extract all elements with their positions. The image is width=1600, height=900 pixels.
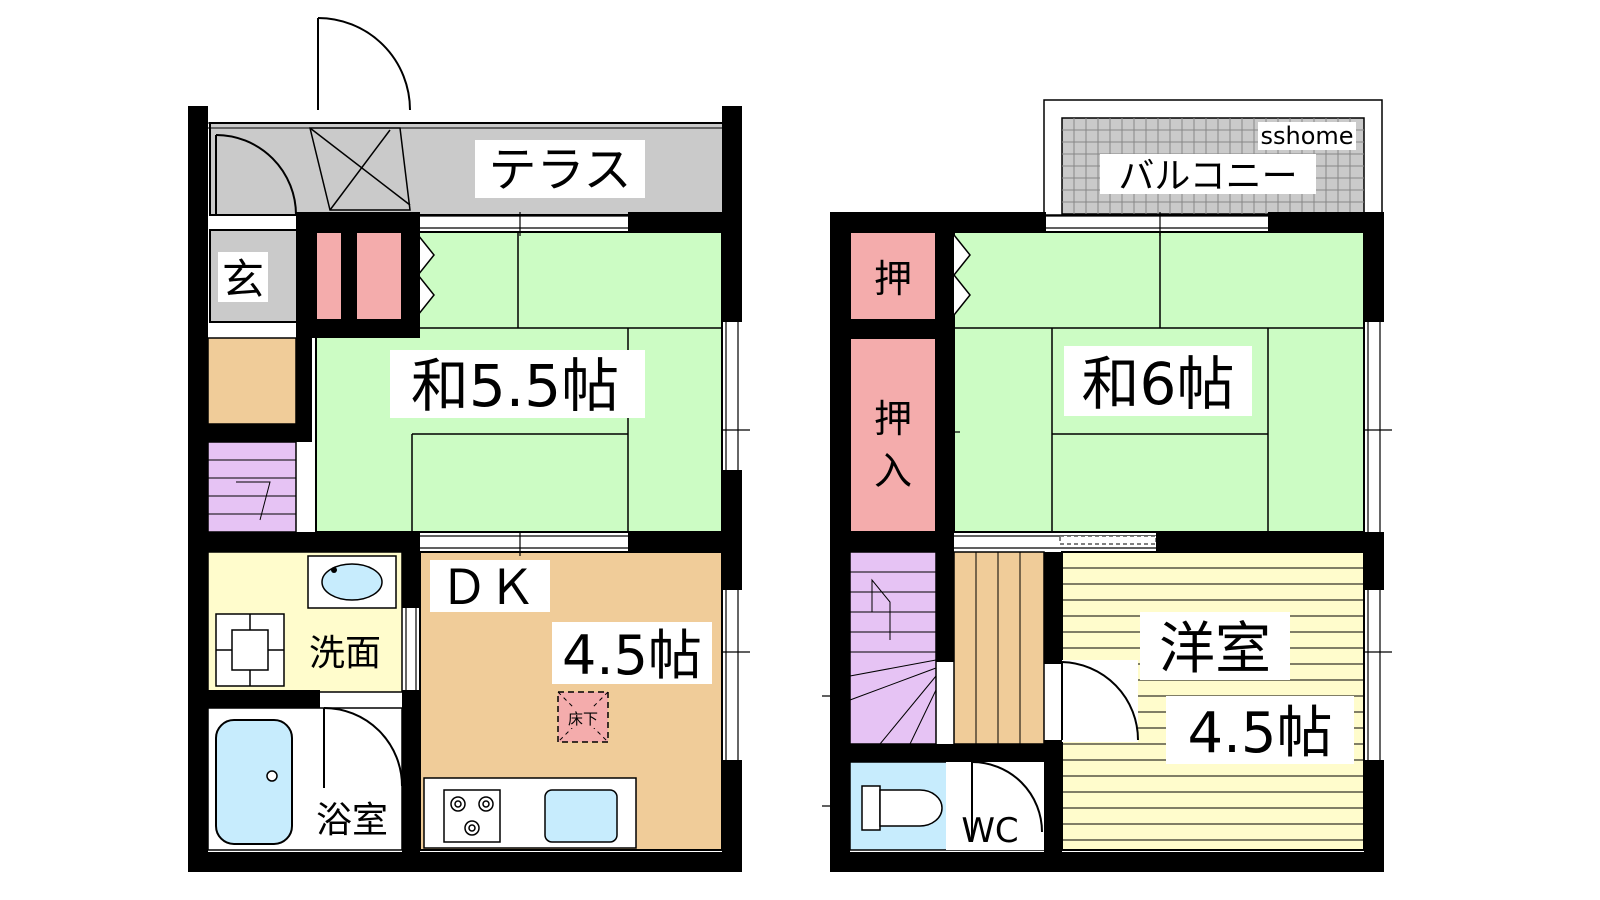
washitsu-6-label: 和6帖: [1082, 350, 1235, 418]
closet-top-label: 押: [874, 257, 912, 301]
windows-2f: [822, 212, 1392, 852]
stairs-1f: [207, 441, 297, 533]
closet-main-2f: 押 入: [849, 337, 937, 533]
stairs-2f: [849, 551, 937, 745]
hallway-2f: [953, 551, 1045, 745]
washing-machine-icon: [215, 613, 285, 687]
stove-icon: [443, 789, 501, 843]
closet-main-label-1: 押: [874, 397, 912, 441]
entrance-inner-door[interactable]: [215, 134, 297, 216]
floor-2: sshome バルコニー 和6帖 押 押 入: [822, 99, 1392, 872]
balcony-label: バルコニー: [1118, 156, 1297, 197]
washitsu-6: 和6帖: [953, 231, 1365, 533]
sliding-door-2f[interactable]: [1059, 535, 1157, 545]
wc-label: WC: [961, 811, 1018, 851]
washroom: 洗面: [207, 551, 403, 693]
closet-top-2f: 押: [849, 231, 937, 321]
bathroom: 浴室: [207, 707, 403, 851]
walls-2f: [830, 212, 1384, 872]
yoshitsu-size-label: 4.5帖: [1187, 701, 1332, 766]
genkan: 玄: [209, 229, 299, 323]
windows-1f: [191, 212, 750, 852]
closet-main-label-2: 入: [874, 449, 912, 493]
floor-1: テラス 玄 SB 押: [188, 17, 750, 872]
dining-kitchen: ＤＫ 4.5帖 床下: [419, 551, 723, 851]
dk-size-label: 4.5帖: [562, 624, 702, 687]
balcony: sshome バルコニー: [1043, 99, 1383, 216]
washitsu-55-label: 和5.5帖: [411, 352, 619, 420]
kitchen-sink-icon: [544, 789, 618, 843]
washitsu-55: 和5.5帖: [299, 231, 723, 533]
terrace-label: テラス: [488, 142, 631, 198]
bathtub-icon: [215, 719, 293, 845]
underfloor-storage: 床下: [557, 691, 609, 743]
terrace: テラス: [196, 122, 741, 216]
watermark: sshome: [1260, 122, 1353, 150]
entrance-label: 玄: [222, 255, 264, 304]
washroom-label: 洗面: [309, 633, 381, 674]
walls-1f: [188, 106, 742, 872]
yoshitsu-label: 洋室: [1159, 617, 1271, 682]
bath-label: 浴室: [316, 800, 388, 841]
toilet-icon: [861, 785, 943, 831]
storage-wood-1f: [207, 337, 297, 425]
entrance-door[interactable]: [309, 17, 411, 211]
sink-icon: [321, 563, 383, 601]
wc: WC: [849, 761, 1045, 851]
underfloor-label: 床下: [568, 710, 598, 728]
yoshitsu: 洋室 4.5帖: [1061, 551, 1365, 851]
dk-label: ＤＫ: [440, 560, 536, 616]
